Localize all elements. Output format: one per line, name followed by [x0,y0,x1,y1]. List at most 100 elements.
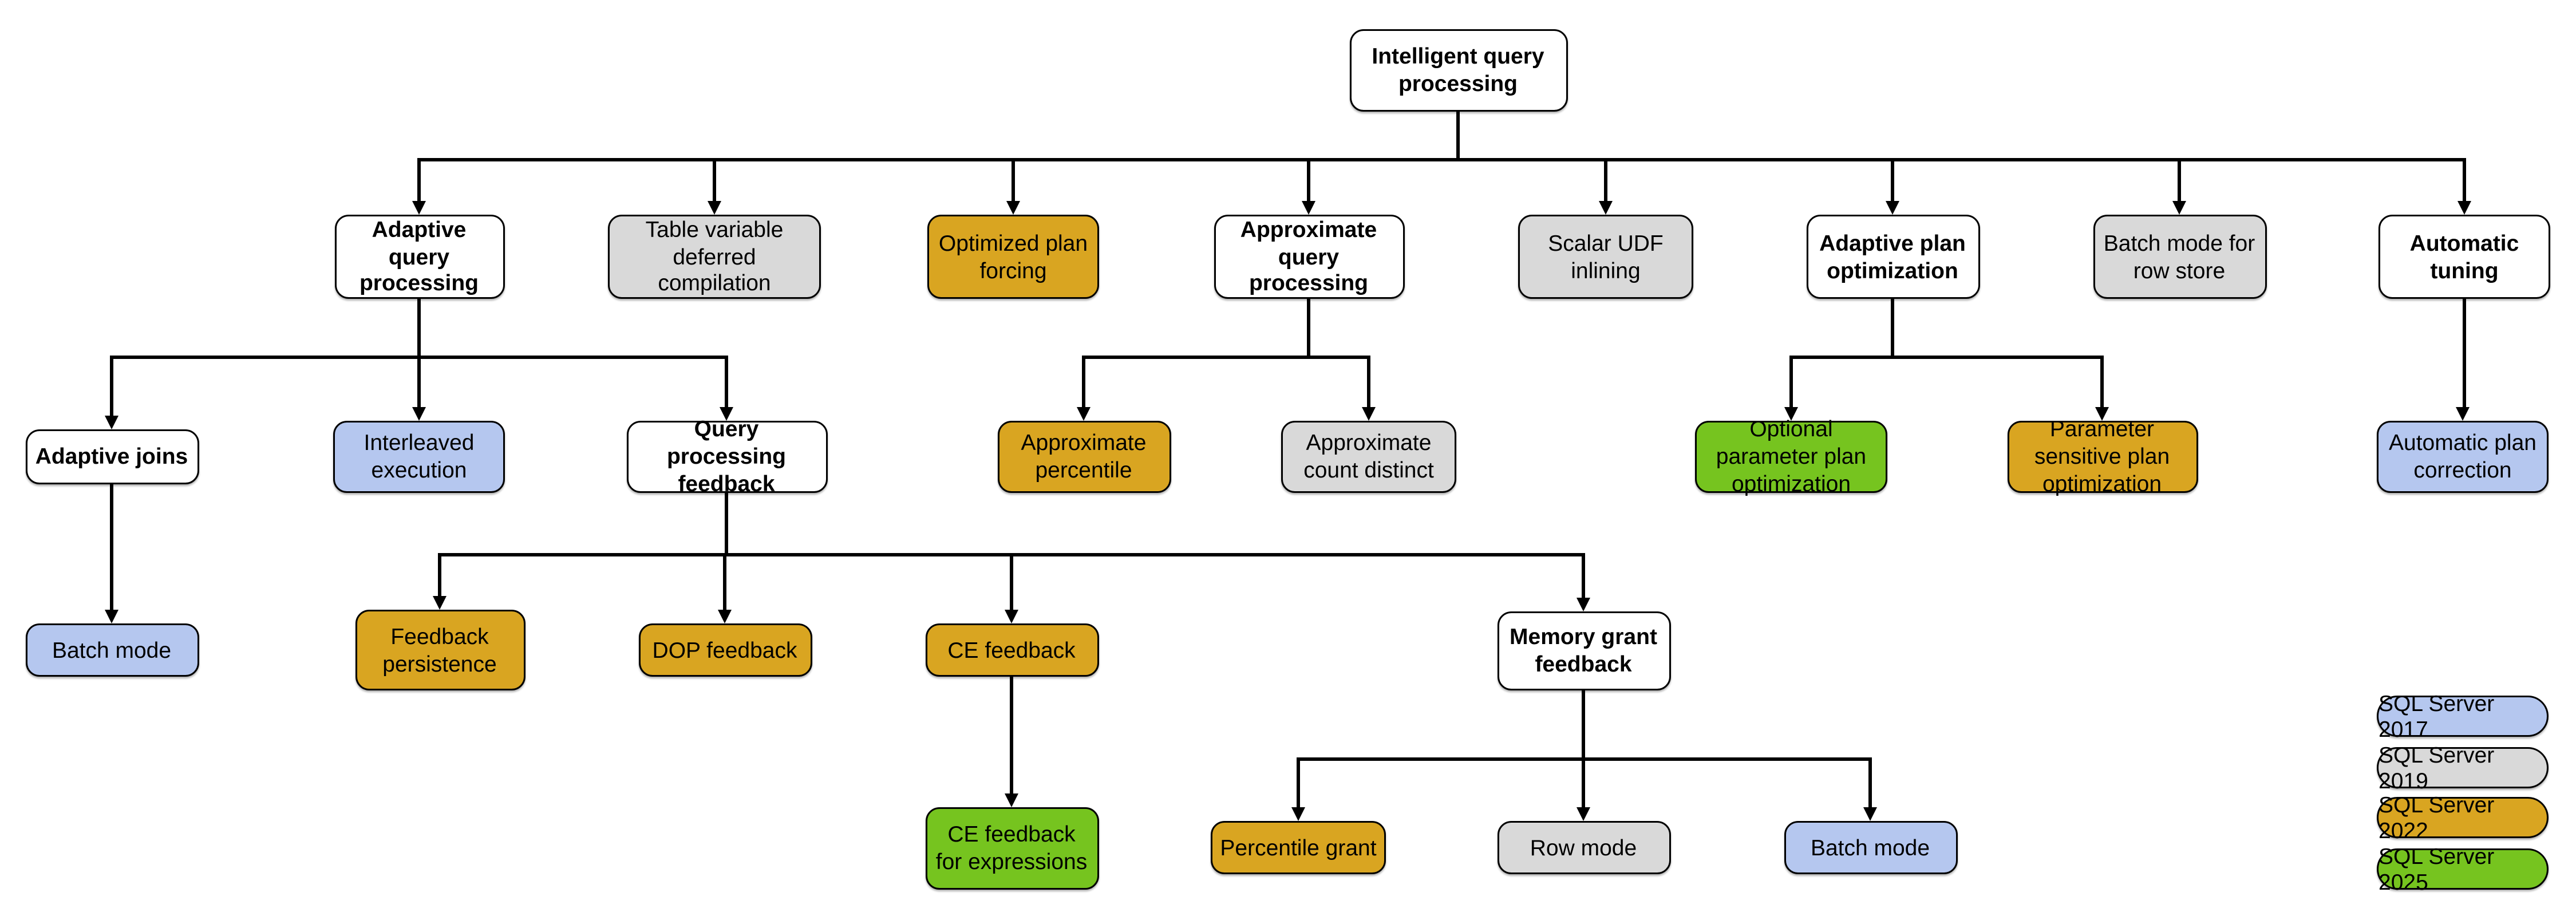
node-label: Optimized plan forcing [938,229,1088,283]
arrowhead-icon [1003,793,1018,807]
legend-item-label: SQL Server 2025 [2379,842,2495,894]
connector-bus-line [417,158,2466,161]
node-label: Optional parameter plan optimization [1716,416,1867,496]
node-query-processing-feedback: Query processing feedback [626,416,827,496]
node-batch-mode-for-row-store: Batch mode for row store [2092,215,2266,299]
node-intelligent-query-processing: Intelligent query processing [1349,29,1567,112]
node-parameter-sensitive-plan-optimization: Parameter sensitive plan optimization [2006,416,2198,496]
connector-line [1582,759,1585,809]
node-label: CE feedback [947,636,1076,662]
node-label: Adaptive query processing [359,216,479,297]
node-scalar-udf-inlining: Scalar UDF inlining [1518,215,1693,299]
node-label: Batch mode [1810,834,1930,860]
node-label: Batch mode for row store [2103,229,2255,283]
legend-item-sql-server-2019: SQL Server 2019 [2377,741,2549,793]
connector-line [110,357,113,417]
node-label: Feedback persistence [382,622,497,676]
arrowhead-icon [1598,201,1612,215]
node-optional-parameter-plan-optimization: Optional parameter plan optimization [1695,416,1887,496]
node-label: Scalar UDF inlining [1548,229,1664,283]
connector-line [417,357,421,409]
connector-line [2463,297,2466,409]
connector-line [417,297,421,359]
arrowhead-icon [1361,407,1375,421]
arrowhead-icon [1575,807,1590,821]
node-percentile-grant: Percentile grant [1211,821,1386,874]
connector-line [1012,160,1015,203]
node-memory-grant-feedback: Memory grant feedback [1496,611,1670,690]
node-label: Approximate query processing [1240,216,1377,297]
node-label: Approximate count distinct [1303,429,1434,483]
node-automatic-tuning: Automatic tuning [2379,215,2550,299]
node-label: Parameter sensitive plan optimization [2034,416,2170,496]
arrowhead-icon [1290,807,1305,821]
connector-line [2178,160,2181,203]
arrowhead-icon [411,201,425,215]
node-adaptive-query-processing: Adaptive query processing [334,215,504,299]
arrowhead-icon [2171,201,2186,215]
arrowhead-icon [2455,407,2469,421]
node-ce-feedback: CE feedback [924,623,1099,677]
arrowhead-icon [1884,201,1899,215]
arrowhead-icon [2456,201,2471,215]
connector-line [1082,357,1085,409]
node-table-variable-deferred-compilation: Table variable deferred compilation [608,215,821,299]
connector-line [1010,555,1013,611]
connector-line [1307,297,1310,359]
arrowhead-icon [1575,598,1590,611]
node-label: Automatic tuning [2409,229,2519,283]
connector-bus-line [1789,356,2104,359]
connector-line [1367,357,1370,409]
arrowhead-icon [104,610,118,623]
node-label: Approximate percentile [1021,429,1147,483]
arrowhead-icon [1076,407,1090,421]
node-label: Row mode [1530,834,1637,860]
node-label: DOP feedback [652,636,797,662]
arrowhead-icon [718,407,733,421]
node-label: Intelligent query processing [1372,43,1544,96]
node-batch-mode-adaptive-joins: Batch mode [25,623,199,677]
node-label: Batch mode [52,636,172,662]
node-label: CE feedback for expressions [935,821,1088,874]
legend-item-sql-server-2025: SQL Server 2025 [2377,843,2549,894]
arrowhead-icon [411,407,425,421]
node-label: Automatic plan correction [2389,429,2537,483]
node-automatic-plan-correction: Automatic plan correction [2377,421,2549,493]
node-approximate-count-distinct: Approximate count distinct [1281,421,1456,493]
node-ce-feedback-for-expressions: CE feedback for expressions [924,807,1099,890]
legend-item-label: SQL Server 2017 [2379,690,2495,742]
connector-line [1582,689,1585,761]
arrowhead-icon [1003,610,1018,623]
connector-line [417,160,421,203]
connector-line [1891,160,1894,203]
node-batch-mode-memory-grant: Batch mode [1783,821,1957,874]
node-label: Adaptive plan optimization [1819,229,1966,283]
node-label: Percentile grant [1220,834,1377,860]
node-approximate-percentile: Approximate percentile [997,421,1171,493]
node-approximate-query-processing: Approximate query processing [1213,215,1404,299]
connector-line [1868,759,1872,809]
node-label: Interleaved execution [364,429,475,483]
arrowhead-icon [432,596,446,610]
arrowhead-icon [104,416,118,429]
node-adaptive-joins: Adaptive joins [25,429,199,484]
connector-line [725,357,728,409]
connector-line [725,491,728,556]
node-label: Adaptive joins [35,443,188,469]
arrowhead-icon [1301,201,1315,215]
arrowhead-icon [2094,407,2108,421]
arrowhead-icon [1862,807,1876,821]
connector-bus-line [1082,356,1370,359]
legend-item-sql-server-2017: SQL Server 2017 [2377,690,2549,742]
connector-line [438,555,441,598]
node-label: Query processing feedback [666,416,787,496]
arrowhead-icon [717,610,731,623]
connector-line [1789,357,1793,409]
node-label: Table variable deferred compilation [645,216,784,297]
connector-line [2100,357,2104,409]
legend-item-label: SQL Server 2022 [2379,792,2495,843]
connector-line [2463,160,2466,203]
